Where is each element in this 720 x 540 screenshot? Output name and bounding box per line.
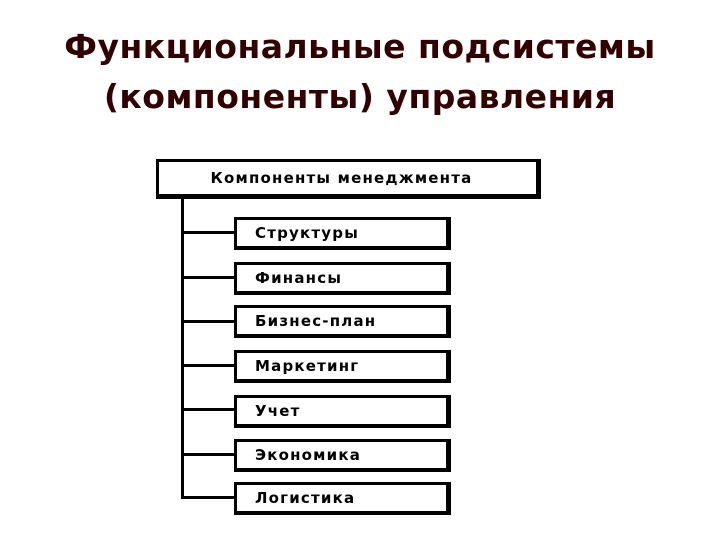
connector-branch — [181, 276, 238, 279]
child-node-label: Бизнес-план — [255, 312, 377, 330]
title-line-2: (компоненты) управления — [103, 77, 617, 116]
child-node-label: Финансы — [255, 269, 343, 287]
connector-branch — [181, 453, 238, 456]
child-node-label: Структуры — [255, 224, 359, 242]
connector-branch — [181, 364, 238, 367]
child-node: Логистика — [234, 482, 451, 515]
child-node-label: Маркетинг — [255, 357, 360, 375]
title-line-1: Функциональные подсистемы — [64, 27, 656, 66]
child-node-label: Учет — [255, 402, 301, 420]
child-node-label: Экономика — [255, 446, 362, 464]
connector-branch — [181, 231, 238, 234]
child-node: Учет — [234, 395, 451, 428]
child-node: Экономика — [234, 439, 451, 472]
connector-branch — [181, 408, 238, 411]
child-node-label: Логистика — [255, 489, 356, 507]
child-node: Финансы — [234, 262, 451, 295]
connector-branch — [181, 496, 238, 499]
root-node-label: Компоненты менеджмента — [210, 169, 473, 187]
child-node: Бизнес-план — [234, 305, 451, 338]
child-node: Структуры — [234, 217, 451, 250]
connector-branch — [181, 320, 238, 323]
root-node: Компоненты менеджмента — [156, 159, 541, 199]
page-title: Функциональные подсистемы (компоненты) у… — [0, 22, 720, 122]
connector-trunk — [181, 199, 184, 499]
child-node: Маркетинг — [234, 350, 451, 383]
